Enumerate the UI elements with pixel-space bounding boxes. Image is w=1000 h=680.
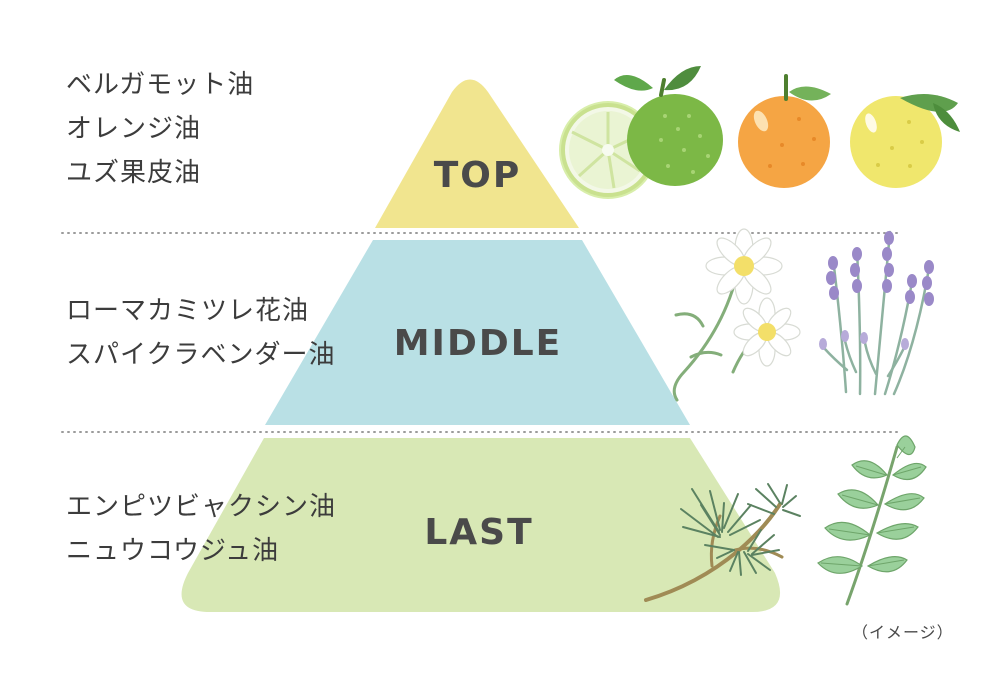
leaf-sprig-icon	[817, 435, 927, 606]
middle-notes-list: ローマカミツレ花油 スパイクラベンダー油	[66, 294, 335, 372]
last-note-item: エンピツビャクシン油	[66, 492, 337, 522]
middle-note-item: ローマカミツレ花油	[66, 296, 310, 326]
tier-label-last: LAST	[424, 512, 534, 553]
pyramid-top-tier	[375, 79, 579, 228]
lavender-icon	[819, 230, 934, 396]
image-caption: （イメージ）	[852, 623, 954, 642]
pyramid-last-tier	[181, 438, 781, 612]
yuzu-yellow-icon	[850, 94, 960, 188]
last-note-item: ニュウコウジュ油	[66, 536, 280, 566]
orange-icon	[738, 74, 831, 188]
chamomile-icon	[672, 228, 801, 402]
top-note-item: ユズ果皮油	[66, 158, 202, 188]
juniper-branch-icon	[644, 483, 801, 602]
top-notes-list: ベルガモット油 オレンジ油 ユズ果皮油	[66, 68, 254, 190]
tier-label-top: TOP	[433, 155, 522, 196]
yuzu-green-icon	[614, 66, 723, 186]
middle-note-item: スパイクラベンダー油	[66, 340, 336, 370]
pyramid-middle-tier	[265, 240, 690, 425]
tier-label-middle: MIDDLE	[393, 323, 563, 364]
top-note-item: ベルガモット油	[66, 70, 255, 100]
last-notes-list: エンピツビャクシン油 ニュウコウジュ油	[66, 490, 336, 568]
top-note-item: オレンジ油	[66, 114, 202, 144]
